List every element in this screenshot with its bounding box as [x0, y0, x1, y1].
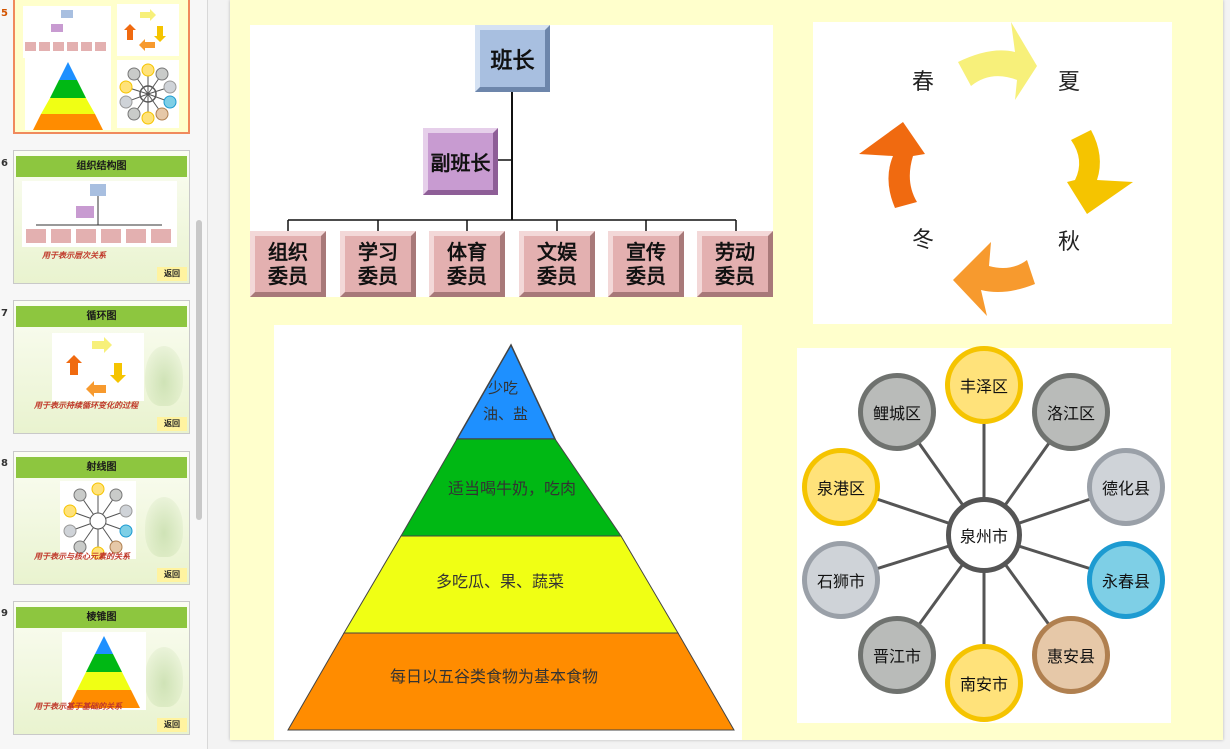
- org-node-label: 委员: [268, 264, 308, 288]
- slide-thumbnail-6[interactable]: 组织结构图 用于表示层次关系 返回: [13, 150, 190, 284]
- radial-node[interactable]: 南安市: [945, 644, 1023, 722]
- season-label-winter: 冬: [912, 228, 935, 253]
- radial-node[interactable]: 德化县: [1087, 448, 1165, 526]
- slide-number: 6: [1, 158, 8, 169]
- org-node-label: 体育: [447, 240, 487, 264]
- pyramid-level-base: [287, 632, 735, 731]
- org-node-member[interactable]: 学习 委员: [340, 231, 416, 297]
- radial-preview: [60, 481, 136, 559]
- slide-thumbnail-panel: 5: [0, 0, 208, 749]
- org-node-label: 宣传: [626, 240, 666, 264]
- cycle-arrow-spring-summer: [958, 22, 1037, 100]
- slide-thumbnail-5[interactable]: [13, 0, 190, 134]
- radial-node[interactable]: 泉港区: [802, 448, 880, 526]
- decorative-plant: [145, 346, 183, 406]
- org-node-vice-monitor[interactable]: 副班长: [423, 128, 498, 195]
- radial-node[interactable]: 永春县: [1087, 541, 1165, 619]
- cycle-arrow-autumn-winter: [953, 242, 1035, 316]
- cycle-diagram: 春 夏 秋 冬: [813, 22, 1172, 324]
- org-node-label: 委员: [447, 264, 487, 288]
- slide-canvas: 班长 副班长 组织 委员 学习 委员 体育 委员 文娱 委员 宣传 委员: [230, 0, 1223, 740]
- pyramid-preview: [62, 632, 146, 710]
- org-chart-connectors: [287, 90, 737, 231]
- radial-node[interactable]: 鲤城区: [858, 373, 936, 451]
- back-button[interactable]: 返回: [157, 568, 187, 582]
- season-label-summer: 夏: [1058, 70, 1081, 95]
- back-button[interactable]: 返回: [157, 718, 187, 732]
- thumbnail-caption: 用于表示层次关系: [42, 250, 106, 260]
- slide-number: 5: [1, 8, 8, 19]
- radial-node[interactable]: 丰泽区: [945, 346, 1023, 424]
- decorative-plant: [145, 497, 183, 557]
- slide-thumbnail-9[interactable]: 棱锥图 用于表示基于基础的关系 返回: [13, 601, 190, 735]
- org-node-label: 委员: [537, 264, 577, 288]
- pyramid-label-top-2: 油、盐: [483, 405, 529, 423]
- org-node-label: 委员: [626, 264, 666, 288]
- slide-number: 9: [1, 608, 8, 619]
- slide-number: 8: [1, 458, 8, 469]
- thumbnail-caption: 用于表示持续循环变化的过程: [34, 400, 138, 410]
- pyramid-label-top-1: 少吃: [488, 379, 519, 397]
- cycle-arrow-winter-spring: [859, 122, 925, 208]
- season-label-autumn: 秋: [1058, 230, 1081, 255]
- org-node-member[interactable]: 文娱 委员: [519, 231, 595, 297]
- cycle-arrows: [859, 22, 1133, 316]
- org-chart-preview: [22, 181, 177, 247]
- pyramid-label-2: 适当喝牛奶，吃肉: [448, 479, 577, 498]
- decorative-plant: [145, 647, 183, 707]
- org-node-member[interactable]: 劳动 委员: [697, 231, 773, 297]
- pyramid-diagram: 少吃 油、盐 适当喝牛奶，吃肉 多吃瓜、果、蔬菜 每日以五谷类食物为基本食物: [274, 325, 742, 740]
- back-button[interactable]: 返回: [157, 417, 187, 431]
- radial-node[interactable]: 洛江区: [1032, 373, 1110, 451]
- radial-node[interactable]: 惠安县: [1032, 616, 1110, 694]
- thumbnail-title: 射线图: [16, 457, 187, 478]
- pyramid-label-3: 多吃瓜、果、蔬菜: [436, 572, 565, 591]
- slide-number: 7: [1, 308, 8, 319]
- season-label-spring: 春: [912, 70, 935, 95]
- org-node-member[interactable]: 体育 委员: [429, 231, 505, 297]
- org-node-member[interactable]: 宣传 委员: [608, 231, 684, 297]
- org-node-label: 组织: [268, 240, 308, 264]
- radial-node[interactable]: 石狮市: [802, 541, 880, 619]
- thumbnail-scrollbar[interactable]: [196, 220, 202, 520]
- org-node-label: 文娱: [537, 240, 577, 264]
- thumbnail-caption: 用于表示基于基础的关系: [34, 701, 122, 711]
- radial-center-node[interactable]: 泉州市: [946, 497, 1022, 573]
- org-node-label: 劳动: [715, 240, 755, 264]
- radial-node[interactable]: 晋江市: [858, 616, 936, 694]
- pyramid-shapes: [287, 343, 735, 731]
- org-node-label: 委员: [358, 264, 398, 288]
- org-chart: 班长 副班长 组织 委员 学习 委员 体育 委员 文娱 委员 宣传 委员: [250, 25, 773, 297]
- radial-diagram: 泉州市 丰泽区 洛江区 德化县 永春县 惠安县 南安市 晋江市 石狮市 泉港区 …: [797, 346, 1171, 723]
- thumbnail-title: 循环图: [16, 306, 187, 327]
- cycle-preview: [52, 333, 144, 401]
- org-node-member[interactable]: 组织 委员: [250, 231, 326, 297]
- org-node-label: 委员: [715, 264, 755, 288]
- org-node-label: 学习: [358, 240, 398, 264]
- thumbnail-caption: 用于表示与核心元素的关系: [34, 551, 130, 561]
- back-button[interactable]: 返回: [157, 267, 187, 281]
- slide-thumbnail-preview: [23, 4, 179, 130]
- cycle-arrow-summer-autumn: [1067, 130, 1133, 214]
- thumbnail-title: 组织结构图: [16, 156, 187, 177]
- slide-thumbnail-8[interactable]: 射线图 用于表示与核心元素的关系 返回: [13, 451, 190, 585]
- pyramid-label-base: 每日以五谷类食物为基本食物: [390, 667, 599, 686]
- slide-thumbnail-7[interactable]: 循环图 用于表示持续循环变化的过程 返回: [13, 300, 190, 434]
- org-node-monitor[interactable]: 班长: [475, 25, 550, 92]
- thumbnail-title: 棱锥图: [16, 607, 187, 628]
